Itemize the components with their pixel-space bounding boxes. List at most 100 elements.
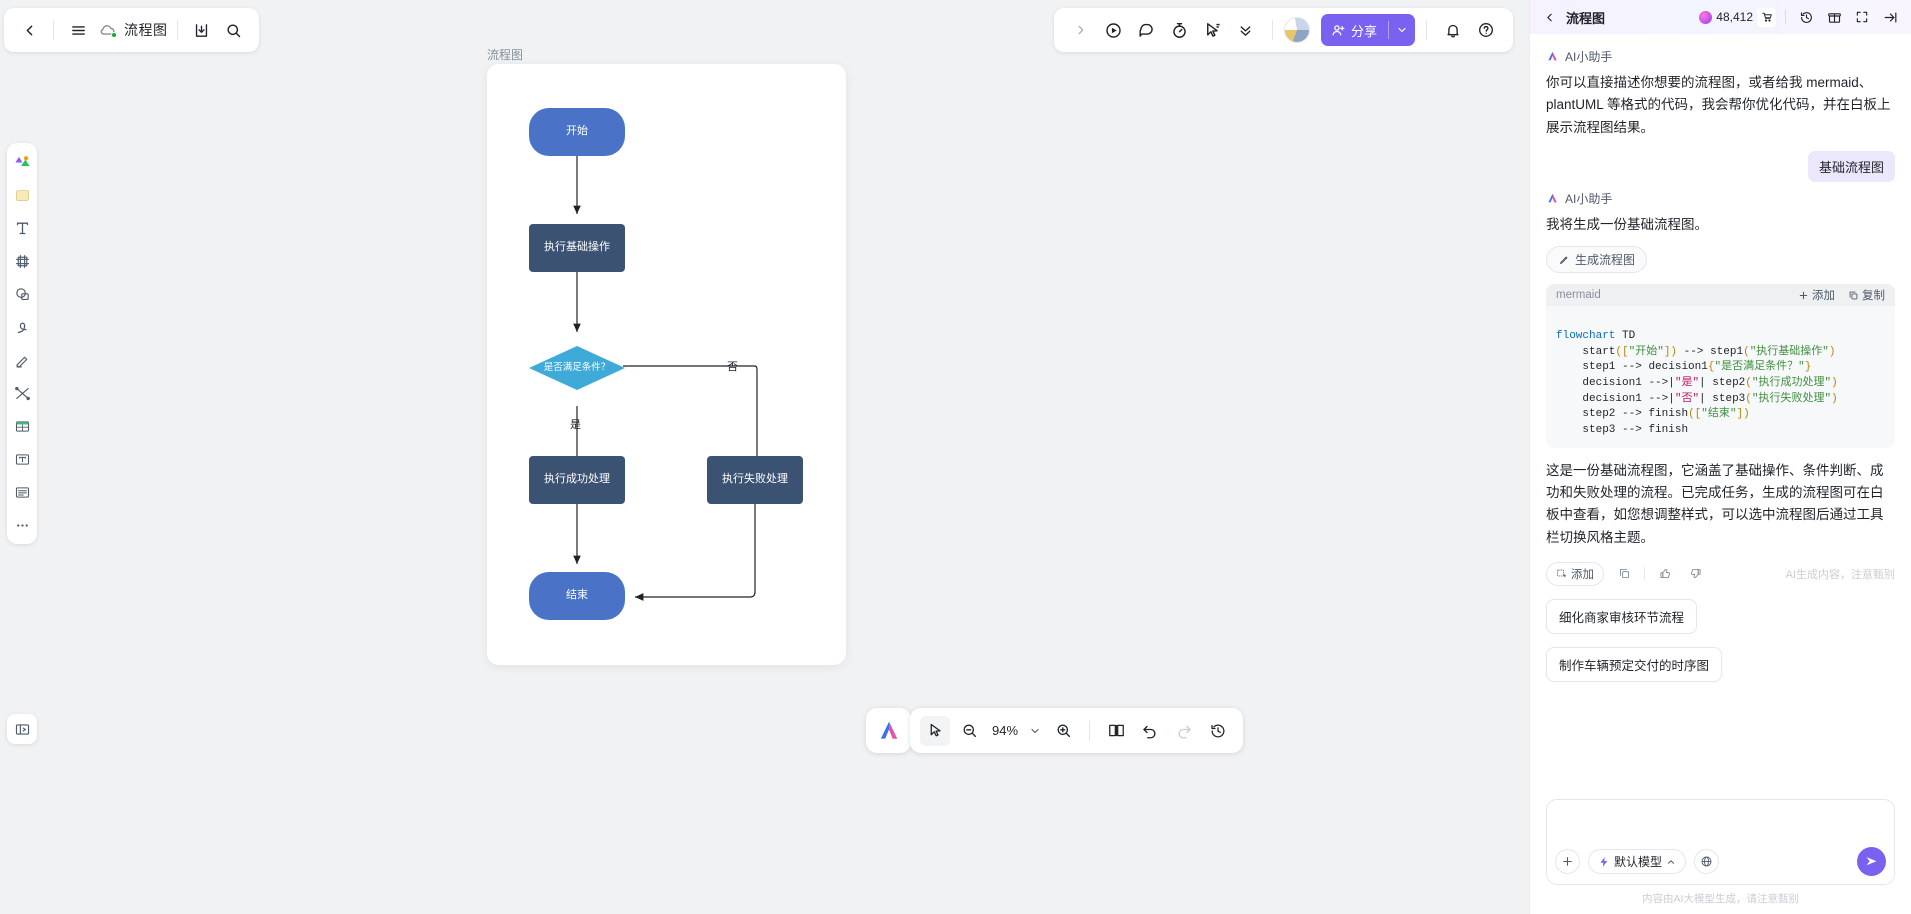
hamburger-menu-icon[interactable]	[63, 15, 93, 45]
present-button[interactable]	[1101, 716, 1131, 746]
tool-shapes[interactable]	[10, 150, 34, 174]
panel-history-icon[interactable]	[1795, 6, 1817, 28]
share-button[interactable]: 分享	[1321, 14, 1415, 46]
play-circle-icon[interactable]	[1099, 15, 1129, 45]
pencil-icon	[1558, 254, 1570, 266]
code-language: mermaid	[1556, 289, 1601, 301]
code-add-button[interactable]: 添加	[1798, 287, 1835, 303]
code-copy-button[interactable]: 复制	[1848, 287, 1885, 303]
flow-node-start[interactable]: 开始	[529, 108, 625, 156]
history-button[interactable]	[1203, 716, 1233, 746]
flow-node-decision1[interactable]: 是否满足条件？	[529, 346, 625, 390]
flow-node-step3[interactable]: 执行失败处理	[707, 456, 803, 504]
copy-message-button[interactable]	[1614, 564, 1634, 584]
pen-tool-icon	[14, 319, 31, 336]
text-tool-icon	[14, 220, 31, 237]
thumbs-up-button[interactable]	[1655, 564, 1675, 584]
avatar[interactable]	[1284, 17, 1310, 43]
message-actions: 添加 AI生成内容，注意甄别	[1546, 562, 1895, 586]
flow-node-finish[interactable]: 结束	[529, 572, 625, 620]
tool-table[interactable]	[10, 414, 34, 438]
tool-shape[interactable]	[10, 282, 34, 306]
tool-call-chip[interactable]: 生成流程图	[1546, 246, 1647, 273]
add-to-board-button[interactable]: 添加	[1546, 562, 1604, 586]
flow-node-step2[interactable]: 执行成功处理	[529, 456, 625, 504]
send-button[interactable]	[1857, 847, 1886, 876]
attach-button[interactable]	[1555, 849, 1580, 874]
tool-list[interactable]	[10, 480, 34, 504]
zoom-level[interactable]: 94%	[988, 723, 1022, 738]
gift-box-icon[interactable]	[1823, 6, 1845, 28]
edge-label-yes: 是	[570, 416, 581, 432]
divider	[1089, 721, 1090, 741]
cursor-pointer-icon[interactable]	[1198, 15, 1228, 45]
copy-icon	[1848, 290, 1859, 301]
fullscreen-icon[interactable]	[1851, 6, 1873, 28]
timer-icon[interactable]	[1165, 15, 1195, 45]
bottom-toolbar: 94%	[910, 708, 1243, 753]
flow-node-step1[interactable]: 执行基础操作	[529, 224, 625, 272]
ai-assistant-logo-button[interactable]	[866, 708, 911, 753]
tool-highlighter[interactable]	[10, 348, 34, 372]
back-icon[interactable]	[14, 15, 44, 45]
code-line: decision1 -->|"否"| step3("执行失败处理")	[1556, 393, 1838, 405]
download-icon[interactable]	[187, 15, 217, 45]
undo-button[interactable]	[1135, 716, 1165, 746]
search-icon[interactable]	[219, 15, 249, 45]
tool-text[interactable]	[10, 216, 34, 240]
panel-back-icon[interactable]	[1538, 6, 1560, 28]
share-button-main[interactable]: 分享	[1321, 14, 1388, 46]
add-to-board-icon	[1556, 568, 1567, 579]
double-chevron-down-icon[interactable]	[1231, 15, 1261, 45]
divider	[177, 20, 178, 40]
edge-label-no: 否	[727, 358, 738, 374]
tool-frame[interactable]	[10, 249, 34, 273]
zoom-in-icon	[1055, 722, 1072, 739]
assistant-name-row-2: AI小助手	[1546, 190, 1895, 207]
model-selector[interactable]: 默认模型	[1588, 849, 1686, 874]
question-circle-icon[interactable]	[1471, 15, 1501, 45]
credits-badge[interactable]: 48,412	[1699, 8, 1776, 27]
zoom-out-button[interactable]	[954, 716, 984, 746]
thumbs-down-button[interactable]	[1685, 564, 1705, 584]
export-frame-button[interactable]	[7, 714, 37, 744]
ai-panel: 流程图 48,412	[1529, 0, 1911, 914]
tool-sticky-note[interactable]	[10, 183, 34, 207]
shape-circle-icon	[14, 286, 31, 303]
cloud-sync-icon[interactable]	[95, 19, 117, 41]
bell-icon[interactable]	[1438, 15, 1468, 45]
zoom-dropdown-caret[interactable]	[1026, 716, 1044, 746]
sticky-note-icon	[14, 187, 31, 204]
web-search-button[interactable]	[1694, 849, 1719, 874]
chevron-up-icon	[1666, 857, 1676, 867]
tool-textbox[interactable]	[10, 447, 34, 471]
comment-bubble-icon[interactable]	[1132, 15, 1162, 45]
ai-panel-body[interactable]: AI小助手 你可以直接描述你想要的流程图，或者给我 mermaid、plantU…	[1530, 34, 1911, 799]
message-input[interactable]	[1555, 808, 1886, 847]
thumbs-down-icon	[1689, 567, 1702, 580]
tool-pen[interactable]	[10, 315, 34, 339]
credits-amount: 48,412	[1716, 10, 1753, 24]
whiteboard-card[interactable]: 开始 执行基础操作 是否满足条件？ 执行成功处理 执行失败处理 结束 是 否	[487, 64, 846, 665]
canvas-area[interactable]: 流程图 开始 执行基础操作	[0, 0, 1529, 914]
shopping-cart-icon[interactable]	[1757, 8, 1776, 27]
ai-assistant-logo	[1546, 192, 1559, 205]
redo-button[interactable]	[1169, 716, 1199, 746]
collapse-right-icon[interactable]	[1879, 6, 1901, 28]
code-copy-label: 复制	[1862, 287, 1885, 303]
suggestion-chip-2[interactable]: 制作车辆预定交付的时序图	[1546, 647, 1722, 682]
suggestion-chip-1[interactable]: 细化商家审核环节流程	[1546, 599, 1697, 634]
share-dropdown-caret[interactable]	[1389, 14, 1415, 46]
tool-connector[interactable]	[10, 381, 34, 405]
zoom-in-button[interactable]	[1048, 716, 1078, 746]
tool-more[interactable]	[10, 513, 34, 537]
code-block-body[interactable]: flowchart TD start(["开始"]) --> step1("执行…	[1546, 306, 1895, 448]
chevron-right-icon[interactable]	[1066, 15, 1096, 45]
user-message: 基础流程图	[1808, 151, 1895, 182]
table-icon	[14, 418, 31, 435]
top-right-toolbar: 分享	[1054, 8, 1513, 52]
document-title[interactable]: 流程图	[124, 20, 168, 40]
cursor-select-tool[interactable]	[920, 716, 950, 746]
zoom-out-icon	[961, 722, 978, 739]
composer[interactable]: 默认模型	[1546, 799, 1895, 885]
